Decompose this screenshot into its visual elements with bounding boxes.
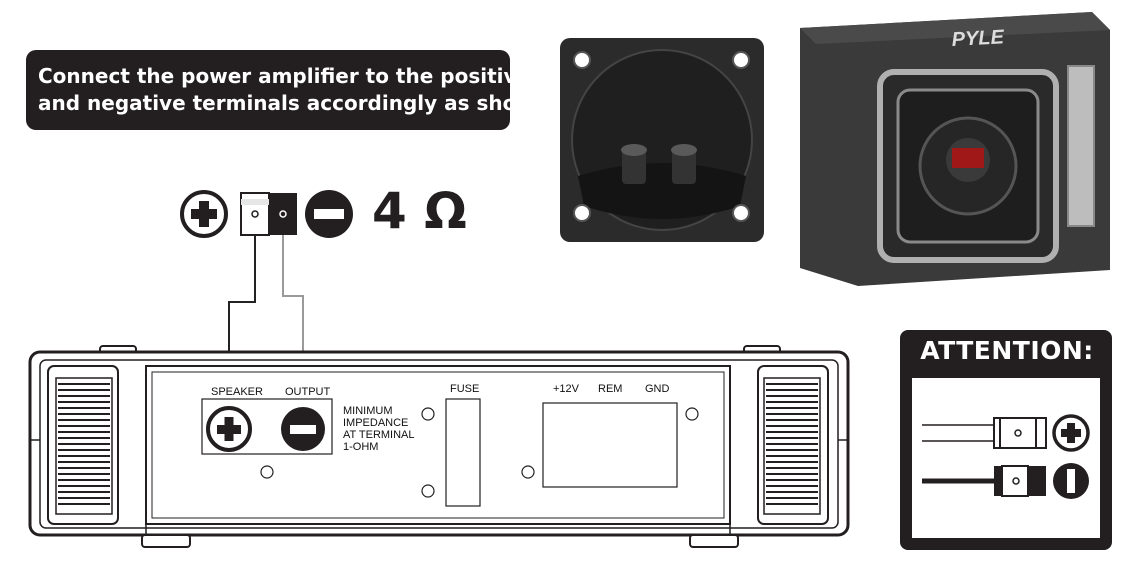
fuse-slot <box>445 398 481 507</box>
subwoofer-brand-text: PYLE <box>951 26 1005 51</box>
plus-circle-icon <box>180 190 228 238</box>
fuse-label: FUSE <box>450 383 480 395</box>
power-label-gnd: GND <box>645 383 670 395</box>
speaker-negative-terminal-icon <box>281 407 325 451</box>
impedance-note-line-2: IMPEDANCE <box>343 417 409 429</box>
attention-title: ATTENTION: <box>920 336 1094 365</box>
power-label-rem: REM <box>598 383 623 395</box>
right-vent <box>757 365 829 525</box>
attention-panel <box>900 330 1112 550</box>
power-label-12v: +12V <box>553 383 579 395</box>
connector-block-icon <box>240 192 297 236</box>
attention-positive-icon <box>1052 414 1090 452</box>
callout-line-2: and negative terminals accordingly as sh… <box>38 91 557 115</box>
subwoofer-enclosure-image: PYLE <box>800 12 1110 286</box>
power-terminal-block <box>542 402 678 488</box>
output-label: OUTPUT <box>285 386 331 398</box>
impedance-note-line-4: 1-OHM <box>343 441 379 453</box>
impedance-label: 4 Ω <box>372 182 467 240</box>
callout-line-1: Connect the power amplifier to the posit… <box>38 64 531 88</box>
impedance-note-line-3: AT TERMINAL <box>343 429 415 441</box>
impedance-note: MINIMUM IMPEDANCE AT TERMINAL 1-OHM <box>343 405 415 453</box>
speaker-positive-terminal-icon <box>206 406 252 452</box>
impedance-note-line-1: MINIMUM <box>343 405 393 417</box>
terminal-cup-image <box>560 38 764 242</box>
instruction-callout: Connect the power amplifier to the posit… <box>26 50 557 130</box>
bar-circle-icon <box>1053 463 1089 499</box>
minus-circle-icon <box>305 190 353 238</box>
amplifier <box>28 345 850 548</box>
left-vent <box>47 365 119 525</box>
speaker-label: SPEAKER <box>211 386 263 398</box>
